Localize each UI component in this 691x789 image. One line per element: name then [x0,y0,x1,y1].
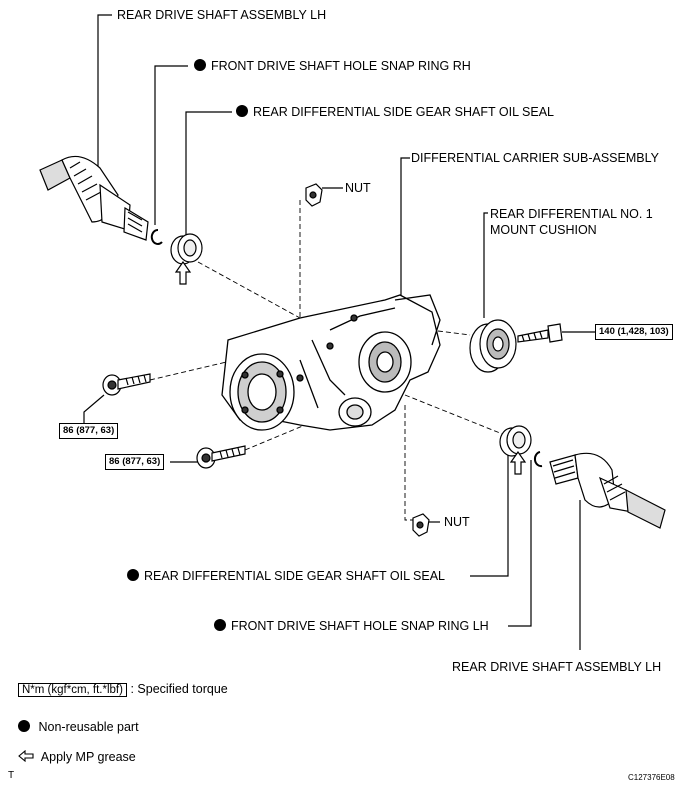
legend-torque: N*m (kgf*cm, ft.*lbf) : Specified torque [18,682,228,697]
label-nut-top: NUT [345,181,371,195]
axis-line-mount-bolt [429,329,471,336]
label-oil-seal-top-text: REAR DIFFERENTIAL SIDE GEAR SHAFT OIL SE… [253,105,554,119]
label-oil-seal-top: REAR DIFFERENTIAL SIDE GEAR SHAFT OIL SE… [236,105,554,119]
snap-ring-lh [533,451,543,468]
label-front-snap-ring-rh-text: FRONT DRIVE SHAFT HOLE SNAP RING RH [211,59,471,73]
label-nut-bottom: NUT [444,515,470,529]
legend-grease: Apply MP grease [18,749,136,764]
footer-left-mark: T [8,770,15,781]
non-reusable-dot-icon [127,569,139,581]
figure-code: C127376E08 [628,773,675,782]
non-reusable-dot-icon [236,105,248,117]
leader-mount-cushion [483,212,488,318]
snap-ring-rh [150,228,163,245]
grease-arrow-top [174,260,192,285]
axis-line-bolt-b [244,424,306,451]
non-reusable-dot-icon [194,59,206,71]
hollow-arrow-icon [18,749,34,763]
oil-seal-top [170,233,203,265]
non-reusable-dot-icon [214,619,226,631]
bolt-86b [196,445,246,469]
label-front-snap-ring-rh: FRONT DRIVE SHAFT HOLE SNAP RING RH [194,59,471,73]
legend-non-reusable-text: Non-reusable part [38,720,139,734]
bolt-86a [102,373,151,396]
leader-oil-seal-top [185,111,232,238]
rear-drive-shaft-right [549,452,666,529]
axis-line-bolt-a [149,359,236,381]
label-rear-drive-shaft-top: REAR DRIVE SHAFT ASSEMBLY LH [117,8,327,22]
torque-box-140: 140 (1,428, 103) [595,324,673,340]
label-front-snap-ring-lh: FRONT DRIVE SHAFT HOLE SNAP RING LH [214,619,489,633]
leader-diff-carrier [400,157,410,300]
leader-snap-ring-rh [154,65,188,225]
differential-carrier [221,294,441,431]
oil-seal-bottom [499,425,532,457]
legend-torque-text: : Specified torque [130,682,228,696]
label-rear-drive-shaft-bottom: REAR DRIVE SHAFT ASSEMBLY LH [452,660,662,674]
leader-torque-86a [83,394,105,428]
axis-line-nut-bottom [404,405,415,521]
nut-top-part [305,183,323,207]
legend-grease-text: Apply MP grease [40,750,136,764]
grease-arrow-bottom [509,450,527,475]
label-mount-cushion-line1: REAR DIFFERENTIAL NO. 1 [490,207,653,221]
filled-circle-icon [18,720,30,732]
nut-bottom-part [412,513,430,537]
mount-bolt [517,323,563,343]
mount-cushion [469,319,517,373]
leader-snap-ring-lh [508,460,532,627]
axis-line-left-shaft [197,261,301,319]
torque-box-86b: 86 (877, 63) [105,454,165,470]
rear-drive-shaft-left [39,155,149,241]
legend-non-reusable: Non-reusable part [18,720,139,734]
label-front-snap-ring-lh-text: FRONT DRIVE SHAFT HOLE SNAP RING LH [231,619,489,633]
legend-torque-unit: N*m (kgf*cm, ft.*lbf) [18,683,127,697]
torque-box-86a: 86 (877, 63) [59,423,119,439]
label-mount-cushion-line2: MOUNT CUSHION [490,223,597,237]
label-oil-seal-bottom: REAR DIFFERENTIAL SIDE GEAR SHAFT OIL SE… [127,569,445,583]
label-oil-seal-bottom-text: REAR DIFFERENTIAL SIDE GEAR SHAFT OIL SE… [144,569,445,583]
leader-rear-drive-shaft-top [97,14,112,170]
leader-oil-seal-bottom [470,448,509,577]
axis-line-right-shaft [404,394,506,436]
label-diff-carrier: DIFFERENTIAL CARRIER SUB-ASSEMBLY [411,151,659,165]
